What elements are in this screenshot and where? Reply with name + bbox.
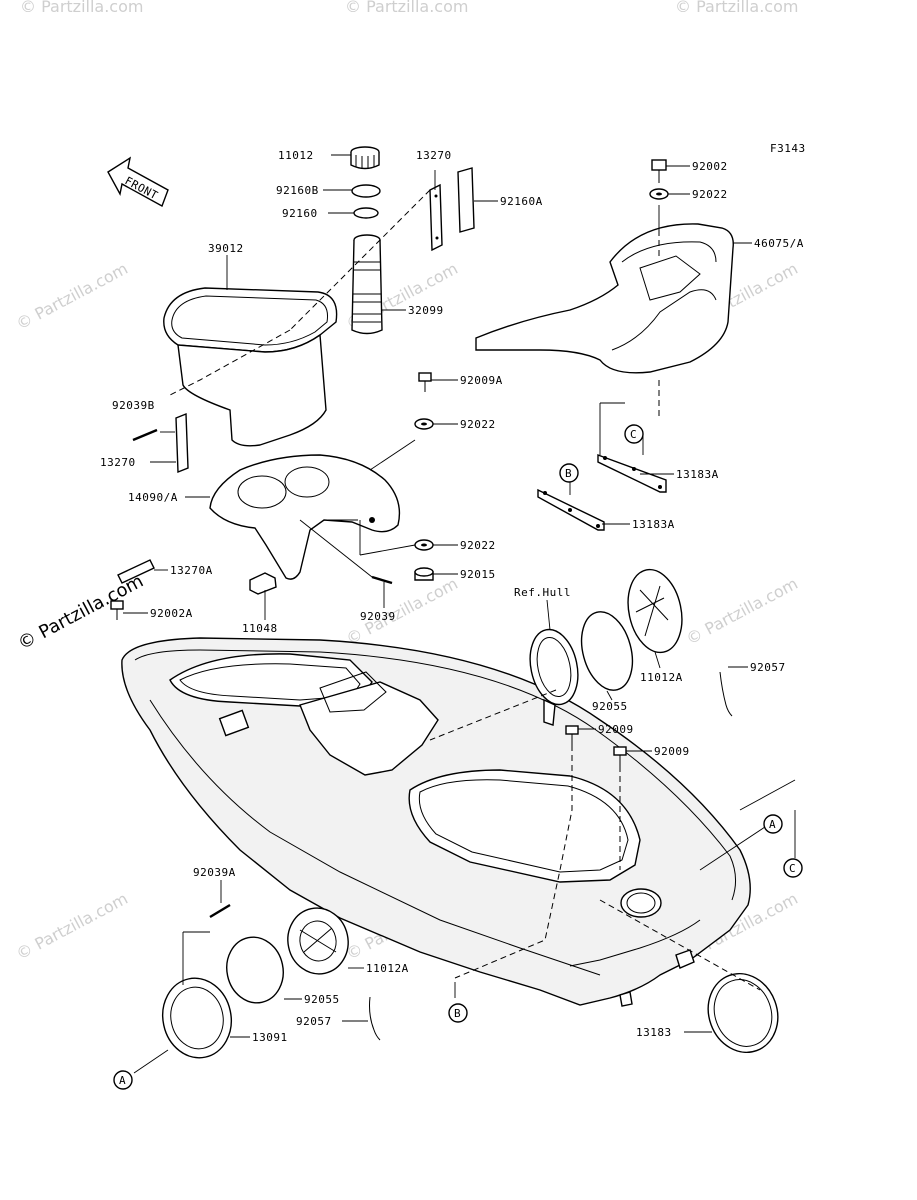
part-label: 92015: [460, 568, 496, 581]
storage-bin-39012: [163, 287, 338, 447]
callout-b-label: B: [454, 1007, 461, 1020]
front-arrow: FRONT: [107, 156, 169, 208]
part-label: 92002A: [150, 607, 193, 620]
nut-92015: [414, 567, 434, 581]
clip-11048: [249, 572, 277, 595]
part-label: 92160A: [500, 195, 543, 208]
callout-a-left: A: [113, 1070, 133, 1090]
part-label: 14090/A: [128, 491, 178, 504]
watermark: © Partzilla.com: [345, 0, 468, 16]
part-label: 13091: [252, 1031, 288, 1044]
part-label: 92160B: [276, 184, 319, 197]
part-label: 13270: [416, 149, 452, 162]
watermark: © Partzilla.com: [683, 574, 801, 649]
cap-11012A-right: [627, 568, 683, 654]
watermark: © Partzilla.com: [13, 889, 131, 964]
callout-a-right: A: [763, 814, 783, 834]
watermark-main: © Partzilla.com: [14, 571, 147, 655]
rivet-92039: [371, 575, 393, 585]
strap-13270A: [117, 559, 155, 584]
part-label: 32099: [408, 304, 444, 317]
vent-ring-13091: [162, 977, 232, 1059]
part-label: 13183: [636, 1026, 672, 1039]
bolt-92009-a: [565, 725, 579, 745]
part-label: 92160: [282, 207, 318, 220]
rivet-92039A: [209, 903, 231, 919]
part-label: 92009: [598, 723, 634, 736]
tether-92057-left: [369, 996, 381, 1041]
part-label: 13270A: [170, 564, 213, 577]
watermark: © Partzilla.com: [13, 259, 131, 334]
part-labels: 11012 92160B 92160 13270 92160A 39012 32…: [100, 149, 804, 1044]
part-label: 13270: [100, 456, 136, 469]
bolt-92009A: [418, 372, 432, 392]
callout-c-label: C: [630, 428, 637, 441]
part-label: Ref.Hull: [514, 586, 571, 599]
dashed-lines: [169, 189, 761, 991]
watermark: © Partzilla.com: [20, 0, 143, 16]
callout-b-bottom: B: [448, 1003, 468, 1023]
callout-b-label: B: [565, 467, 572, 480]
part-label: 92055: [304, 993, 340, 1006]
callout-a-label: A: [119, 1074, 126, 1087]
handle-46075A: [475, 223, 734, 374]
part-label: 11048: [242, 622, 278, 635]
part-label: 92022: [460, 418, 496, 431]
washer-92022-low: [414, 539, 434, 551]
part-label: 92009A: [460, 374, 503, 387]
band-13183: [707, 972, 779, 1054]
hull-body: [121, 637, 751, 1007]
figure-code: F3143: [770, 142, 806, 155]
strap-13183A-b: [537, 488, 605, 531]
callout-b-top: B: [559, 463, 579, 483]
tether-92057-right: [719, 671, 733, 717]
oring-92160: [353, 207, 379, 219]
part-label: 39012: [208, 242, 244, 255]
bolt-92002: [651, 159, 667, 183]
filler-neck-32099: [351, 234, 383, 335]
part-label: 92039: [360, 610, 396, 623]
callout-c-top: C: [624, 424, 644, 444]
part-label: 92022: [460, 539, 496, 552]
part-label: 92055: [592, 700, 628, 713]
part-label: 92009: [654, 745, 690, 758]
part-label: 11012A: [640, 671, 683, 684]
cap-11012A-left: [287, 907, 349, 975]
part-label: 13183A: [676, 468, 719, 481]
oring-92055-left: [226, 936, 284, 1004]
part-label: 92022: [692, 188, 728, 201]
washer-92022-top: [649, 188, 669, 200]
callout-c-label: C: [789, 862, 796, 875]
washer-92022-mid: [414, 418, 434, 430]
strap-13183A-c: [597, 453, 667, 493]
part-label: 13183A: [632, 518, 675, 531]
watermark: © Partzilla.com: [675, 0, 798, 16]
rivet-92039B: [132, 428, 158, 442]
oring-92055-right: [580, 611, 634, 691]
vent-ring-ref-hull: [529, 628, 579, 726]
strap-13270-top: [429, 183, 443, 252]
cover-14090A: [209, 454, 401, 580]
part-label: 92039A: [193, 866, 236, 879]
part-label: 11012A: [366, 962, 409, 975]
filler-cap-11012: [350, 146, 380, 170]
callout-c-right: C: [783, 858, 803, 878]
part-label: 92039B: [112, 399, 155, 412]
leader-lines: [123, 154, 796, 1074]
part-label: 46075/A: [754, 237, 804, 250]
part-label: 11012: [278, 149, 314, 162]
part-label: 92057: [296, 1015, 332, 1028]
bolt-92002A: [110, 600, 124, 620]
callout-a-label: A: [769, 818, 776, 831]
strap-13270-left: [175, 412, 189, 474]
part-label: 92057: [750, 661, 786, 674]
oring-92160B: [351, 184, 381, 198]
pad-92160A: [457, 167, 475, 233]
part-label: 92002: [692, 160, 728, 173]
